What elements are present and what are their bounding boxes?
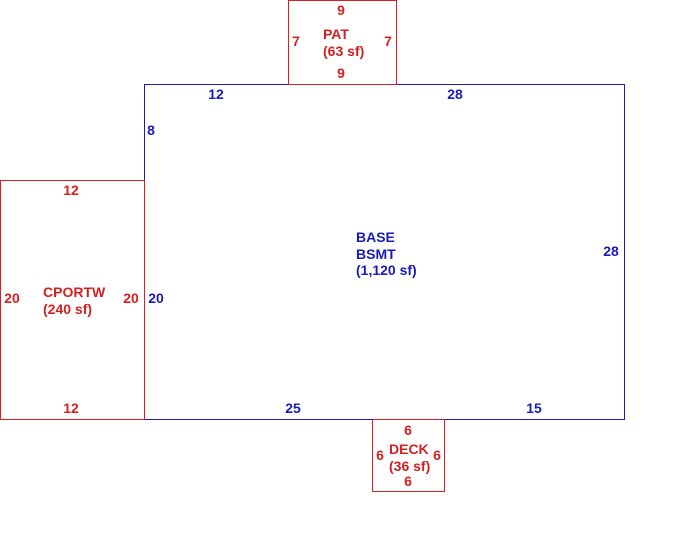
- base-dim-bottom-right: 15: [526, 400, 542, 416]
- patio-label: PAT: [323, 26, 349, 42]
- patio-dim-right: 7: [384, 33, 392, 49]
- patio-area: (63 sf): [323, 43, 364, 59]
- deck-outline: [372, 419, 445, 492]
- carport-dim-bottom: 12: [63, 400, 79, 416]
- deck-area: (36 sf): [389, 458, 430, 474]
- base-dim-top-right: 28: [447, 86, 463, 102]
- base-label-line2: BSMT: [356, 246, 396, 262]
- deck-dim-bottom: 6: [404, 473, 412, 489]
- patio-outline: [288, 0, 397, 85]
- patio-dim-bottom: 9: [337, 65, 345, 81]
- base-dim-left-upper: 8: [147, 122, 155, 138]
- base-label-line1: BASE: [356, 229, 395, 245]
- deck-label: DECK: [389, 441, 429, 457]
- carport-dim-left: 20: [4, 290, 20, 306]
- carport-dim-top: 12: [63, 182, 79, 198]
- base-dim-right: 28: [603, 243, 619, 259]
- patio-dim-top: 9: [337, 2, 345, 18]
- deck-dim-right: 6: [433, 447, 441, 463]
- base-dim-bottom-left: 25: [285, 400, 301, 416]
- carport-area: (240 sf): [43, 301, 92, 317]
- carport-outline: [0, 180, 145, 420]
- deck-dim-left: 6: [376, 447, 384, 463]
- base-dim-left-lower: 20: [148, 290, 164, 306]
- patio-dim-left: 7: [292, 33, 300, 49]
- carport-dim-right: 20: [123, 290, 139, 306]
- base-area: (1,120 sf): [356, 262, 417, 278]
- deck-dim-top: 6: [404, 422, 412, 438]
- carport-label: CPORTW: [43, 284, 106, 300]
- base-dim-top-left: 12: [208, 86, 224, 102]
